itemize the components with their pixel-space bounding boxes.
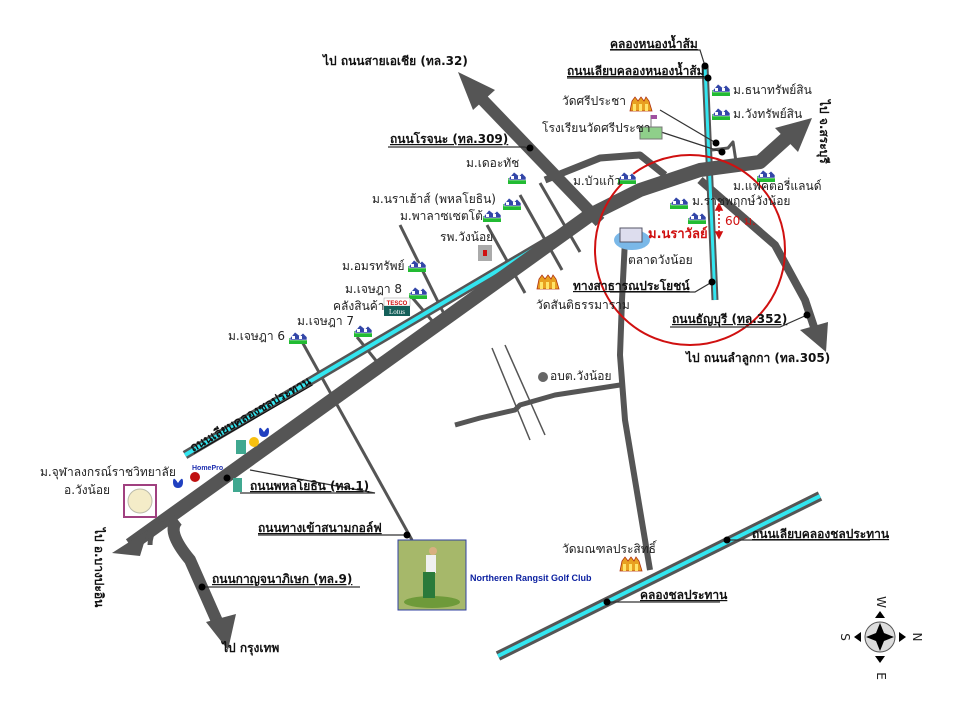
label-golf-road: ถนนทางเข้าสนามกอล์ฟ	[258, 521, 382, 535]
school-icon	[639, 115, 663, 140]
homepro-logo: HomePro	[192, 465, 223, 472]
leader-lines	[198, 49, 870, 606]
label-jetsada6: ม.เจษฎา 6	[228, 329, 285, 343]
distance-arrow	[714, 202, 724, 240]
label-chula-1: ม.จุฬาลงกรณ์ราชวิทยาลัย	[40, 465, 176, 480]
arrow-saraburi	[775, 118, 812, 152]
label-chula-2: อ.วังน้อย	[64, 483, 110, 497]
svg-text:E: E	[874, 672, 888, 680]
label-to-lam-luk-ka: ไป ถนนลำลูกกา (ทล.305)	[684, 350, 830, 366]
road-kanchanaphisek	[167, 515, 226, 631]
canal-chon-prathan	[495, 491, 823, 661]
label-canal-nong-nam-som: คลองหนองน้ำส้ม	[610, 34, 698, 51]
arrow-lam-luk-ka	[800, 322, 828, 352]
obt-emblem-icon	[538, 372, 548, 382]
label-narawan: ม.นราวัลย์	[648, 226, 708, 242]
u-turn-loop	[147, 519, 171, 546]
road-phahonyothin	[125, 129, 795, 551]
label-canal-road-chon-2: ถนนเลียบคลองชลประทาน	[752, 527, 890, 541]
arrow-bang-pa-in	[112, 530, 148, 556]
area-circle	[594, 154, 786, 346]
label-amorn: ม.อมรทรัพย์	[342, 259, 405, 273]
label-palazzo: ม.พาลาซเซตโต้	[400, 209, 483, 223]
label-obt: อบต.วังน้อย	[550, 369, 611, 383]
label-jetsada7: ม.เจษฎา 7	[297, 314, 354, 328]
label-hospital: รพ.วังน้อย	[440, 230, 493, 244]
university-emblem	[123, 484, 157, 518]
road-wat-access	[711, 140, 739, 169]
svg-text:N: N	[910, 633, 924, 642]
golf-club-label: Northeren Rangsit Golf Club	[470, 573, 592, 583]
label-distance: 60 ม.	[725, 214, 756, 228]
label-family-land: ม.แฟคตอรี่แลนด์	[733, 177, 822, 193]
arrow-asia	[458, 72, 495, 110]
canal-nong-nam-som	[701, 65, 719, 301]
label-wat-mongkhon: วัดมณฑลประสิทธิ์	[562, 540, 658, 556]
tesco-lotus-logo: TESCO Lotus	[383, 297, 411, 316]
label-to-bangkok: ไป กรุงเทพ	[220, 640, 279, 656]
label-canal-chon-prathan: คลองชลประทาน	[640, 588, 728, 602]
svg-text:Lotus: Lotus	[389, 308, 405, 316]
svg-text:W: W	[874, 596, 888, 608]
label-to-asia-highway: ไป ถนนสายเอเชีย (ทล.32)	[321, 53, 468, 68]
label-public-way: ทางสาธารณประโยชน์	[573, 278, 690, 293]
golf-club-image	[397, 539, 467, 611]
label-thana-sap-sin: ม.ธนาทรัพย์สิน	[733, 83, 812, 97]
label-school: โรงเรียนวัดศรีประชา	[542, 121, 651, 135]
footbridge	[491, 344, 546, 441]
label-nara-house: ม.นราเฮ้าส์ (พหลโยธิน)	[372, 192, 496, 206]
label-thanyaburi: ถนนธัญบุรี (ทล.352)	[672, 312, 787, 327]
hospital-icon	[478, 245, 492, 261]
label-kanchanaphisek: ถนนกาญจนาภิเษก (ทล.9)	[212, 572, 352, 586]
label-wat-santi: วัดสันติธรรมาราม	[536, 298, 630, 312]
label-the-touch: ม.เดอะทัช	[466, 156, 519, 170]
road-to-asia-highway	[473, 90, 605, 227]
label-to-bang-pa-in: ไป อ.บางปะอิน	[92, 526, 107, 608]
label-warehouse: คลังสินค้า	[333, 299, 385, 313]
compass-rose: W E S N	[838, 596, 924, 680]
market-icon	[614, 227, 650, 250]
label-bua-kaew: ม.บัวแก้ว	[573, 174, 621, 188]
gas-station-icons	[173, 427, 269, 492]
arrow-bangkok	[206, 614, 236, 650]
label-canal-road-north: ถนนเลียบคลองหนองน้ำส้ม	[567, 61, 705, 78]
road-rojana-link	[543, 151, 668, 184]
label-to-saraburi: ไป จ.สระบุรี	[816, 98, 832, 164]
svg-text:TESCO: TESCO	[387, 301, 408, 307]
road-obt	[454, 382, 621, 428]
label-wat-sri-pracha: วัดศรีประชา	[562, 94, 626, 108]
road-south	[617, 239, 653, 571]
road-golf	[298, 337, 414, 541]
label-phahonyothin: ถนนพหลโยธิน (ทล.1)	[250, 478, 369, 493]
label-rojana: ถนนโรจนะ (ทล.309)	[390, 131, 508, 146]
labels: ไป ถนนสายเอเชีย (ทล.32) ไป จ.สระบุรี ไป …	[40, 34, 890, 656]
label-ratchaphruek: ม.ราชพฤกษ์วังน้อย	[692, 194, 790, 208]
label-jetsada8: ม.เจษฎา 8	[345, 282, 402, 296]
svg-text:S: S	[838, 633, 852, 641]
label-wang-sap-sin: ม.วังทรัพย์สิน	[733, 107, 802, 121]
label-market: ตลาดวังน้อย	[628, 253, 693, 267]
